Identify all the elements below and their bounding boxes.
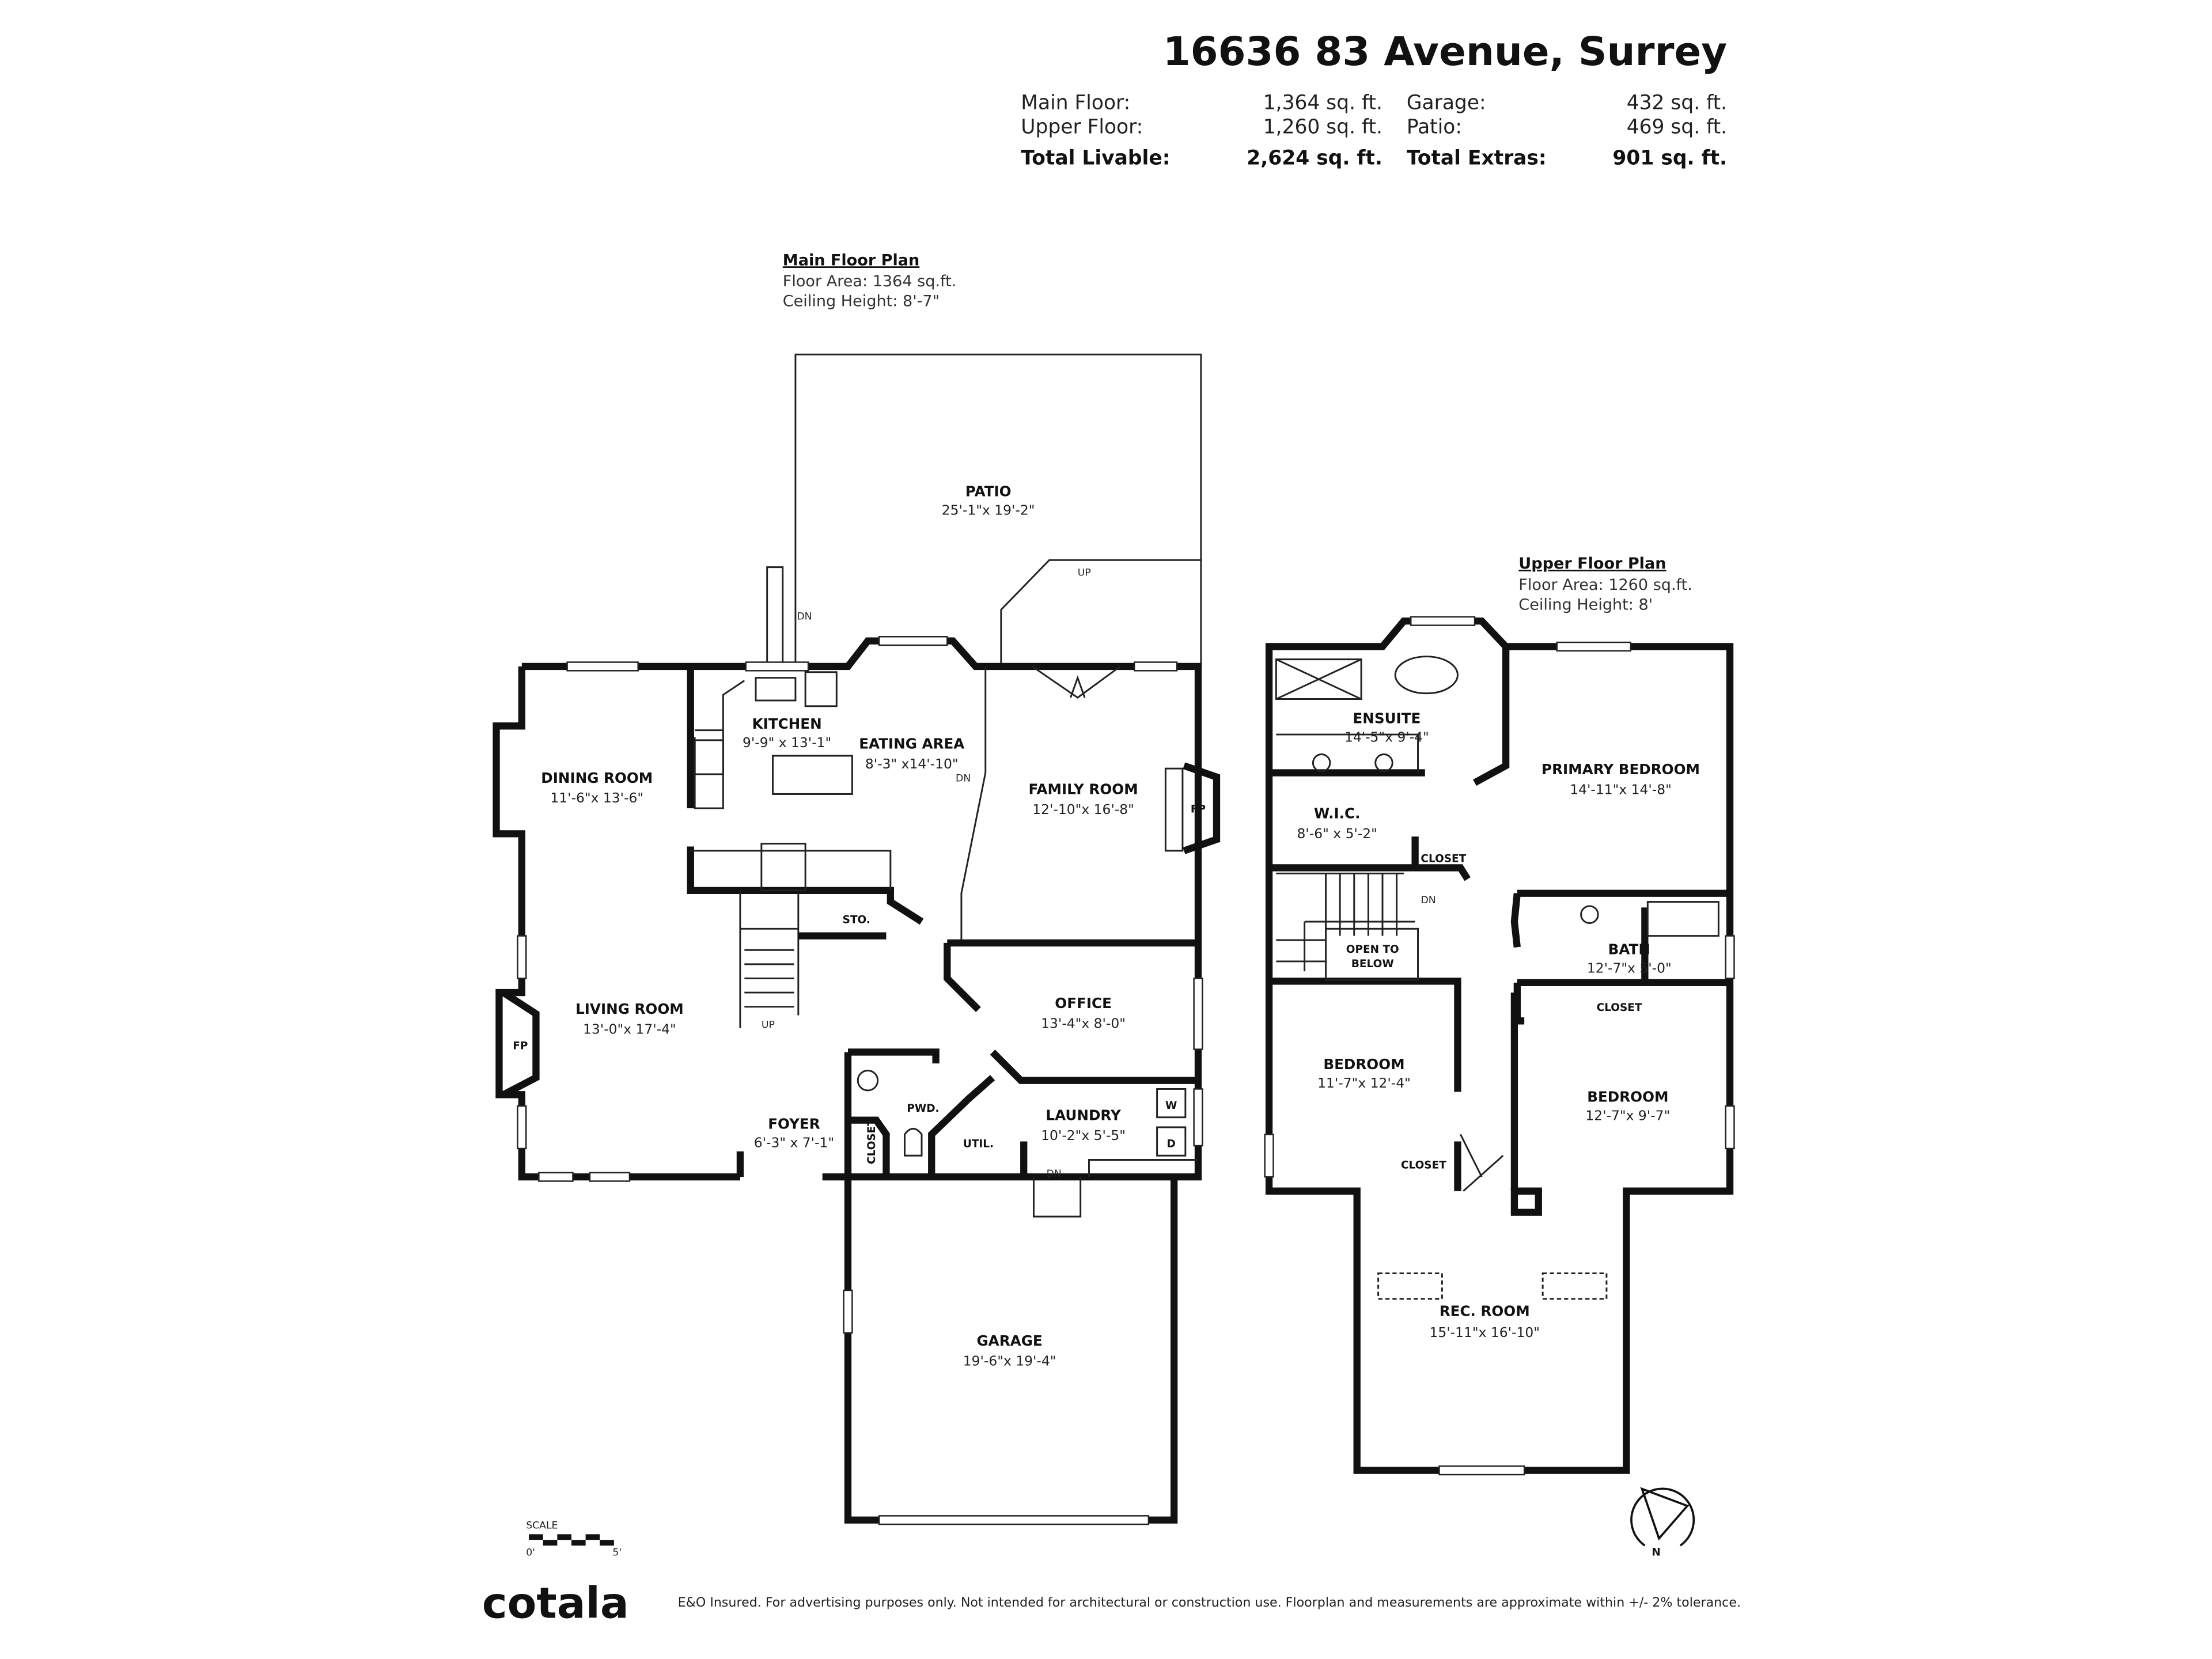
upper-floor-area: Floor Area: 1260 sq.ft.	[1518, 576, 1692, 594]
room-dims: 25'-1"x 19'-2"	[942, 502, 1035, 518]
room-dims: 10'-2"x 5'-5"	[1041, 1127, 1126, 1143]
room-dims: 14'-5"x 9'-4"	[1344, 729, 1429, 745]
room-name: BEDROOM	[1587, 1089, 1668, 1105]
garage-label: Garage:	[1407, 92, 1486, 115]
total-extras-value: 901 sq. ft.	[1612, 147, 1727, 170]
dn-label: DN	[1047, 1168, 1062, 1180]
scale-min: 0'	[526, 1547, 535, 1558]
dn-label: DN	[956, 772, 971, 784]
closet-label: CLOSET	[1421, 853, 1466, 865]
room-dims: 12'-7"x 9'-7"	[1585, 1108, 1670, 1124]
patio-label: Patio:	[1407, 115, 1462, 138]
room-dims: 11'-6"x 13'-6"	[550, 790, 643, 806]
closet-label: CLOSET	[866, 1119, 878, 1164]
fireplace-label: FP	[513, 1040, 528, 1052]
dryer-label: D	[1167, 1138, 1176, 1150]
pwd-label: PWD.	[907, 1103, 939, 1115]
disclaimer: E&O Insured. For advertising purposes on…	[678, 1595, 1741, 1610]
room-dims: 13'-0"x 17'-4"	[583, 1021, 676, 1037]
garage-value: 432 sq. ft.	[1627, 92, 1727, 115]
scale-bar: SCALE 0' 5'	[526, 1520, 622, 1559]
closet-label: CLOSET	[1401, 1159, 1446, 1171]
room-name: FOYER	[768, 1115, 820, 1132]
total-livable-value: 2,624 sq. ft.	[1247, 147, 1382, 170]
room-name: PATIO	[965, 483, 1012, 500]
fireplace-label: FP	[1191, 803, 1206, 815]
upper-floor-ceiling: Ceiling Height: 8'	[1518, 596, 1653, 613]
upper-floor-heading: Upper Floor Plan	[1518, 555, 1666, 573]
room-dims: 12'-10"x 16'-8"	[1032, 801, 1134, 817]
room-name: LIVING ROOM	[575, 1001, 684, 1017]
room-name: W.I.C.	[1314, 805, 1360, 821]
main-floor-ceiling: Ceiling Height: 8'-7"	[783, 293, 940, 310]
dn-label: DN	[1421, 895, 1435, 906]
sto-label: STO.	[843, 914, 870, 926]
upper-floor-labels: ENSUITE 14'-5"x 9'-4" PRIMARY BEDROOM 14…	[1297, 710, 1700, 1340]
dn-label: DN	[797, 611, 812, 623]
upper-floor-value: 1,260 sq. ft.	[1263, 115, 1382, 138]
room-dims: 19'-6"x 19'-4"	[963, 1353, 1056, 1369]
util-label: UTIL.	[963, 1138, 994, 1150]
room-name: PRIMARY BEDROOM	[1541, 761, 1700, 778]
room-dims: 12'-7"x 5'-0"	[1587, 960, 1672, 976]
washer-label: W	[1165, 1100, 1177, 1112]
north-arrow-icon: N	[1630, 1487, 1695, 1558]
room-dims: 11'-7"x 12'-4"	[1317, 1075, 1411, 1091]
patio-value: 469 sq. ft.	[1627, 115, 1727, 138]
up-label: UP	[762, 1020, 775, 1031]
scale-label: SCALE	[526, 1520, 558, 1532]
room-name: KITCHEN	[752, 715, 822, 732]
room-dims: 9'-9" x 13'-1"	[743, 734, 831, 751]
total-livable-label: Total Livable:	[1021, 147, 1170, 170]
main-floor-area: Floor Area: 1364 sq.ft.	[783, 272, 957, 290]
room-dims: 6'-3" x 7'-1"	[754, 1134, 834, 1150]
room-name: GARAGE	[976, 1332, 1042, 1349]
room-name: OFFICE	[1055, 995, 1112, 1012]
room-dims: 8'-6" x 5'-2"	[1297, 825, 1377, 842]
compass-north-label: N	[1652, 1546, 1660, 1558]
open-to-below-label: BELOW	[1351, 958, 1394, 970]
main-floor-label: Main Floor:	[1021, 92, 1130, 115]
main-floor-heading: Main Floor Plan	[783, 251, 920, 269]
room-dims: 14'-11"x 14'-8"	[1570, 781, 1672, 797]
main-floor-labels: PATIO 25'-1"x 19'-2" KITCHEN 9'-9" x 13'…	[513, 483, 1206, 1369]
open-to-below-label: OPEN TO	[1346, 944, 1399, 956]
upper-floor-label: Upper Floor:	[1021, 115, 1143, 138]
up-label: UP	[1078, 567, 1091, 578]
closet-label: CLOSET	[1597, 1002, 1642, 1014]
room-name: BEDROOM	[1323, 1056, 1404, 1073]
room-dims: 15'-11"x 16'-10"	[1429, 1324, 1539, 1340]
main-floor-plan	[493, 353, 1221, 1525]
address-title: 16636 83 Avenue, Surrey	[1163, 29, 1727, 75]
header: 16636 83 Avenue, Surrey Main Floor: 1,36…	[1021, 29, 1727, 169]
scale-max: 5'	[612, 1547, 622, 1558]
room-name: EATING AREA	[859, 736, 964, 752]
room-name: LAUNDRY	[1046, 1107, 1122, 1124]
room-dims: 8'-3" x14'-10"	[865, 756, 959, 772]
room-name: DINING ROOM	[541, 770, 653, 786]
room-name: ENSUITE	[1353, 710, 1421, 726]
room-name: FAMILY ROOM	[1029, 781, 1138, 797]
total-extras-label: Total Extras:	[1407, 147, 1547, 170]
upper-floor-plan	[1264, 616, 1735, 1476]
room-name: BATH	[1608, 941, 1650, 958]
room-name: REC. ROOM	[1440, 1302, 1530, 1319]
room-dims: 13'-4"x 8'-0"	[1041, 1016, 1126, 1032]
cotala-logo: cotala	[482, 1579, 629, 1628]
main-floor-value: 1,364 sq. ft.	[1263, 92, 1382, 115]
